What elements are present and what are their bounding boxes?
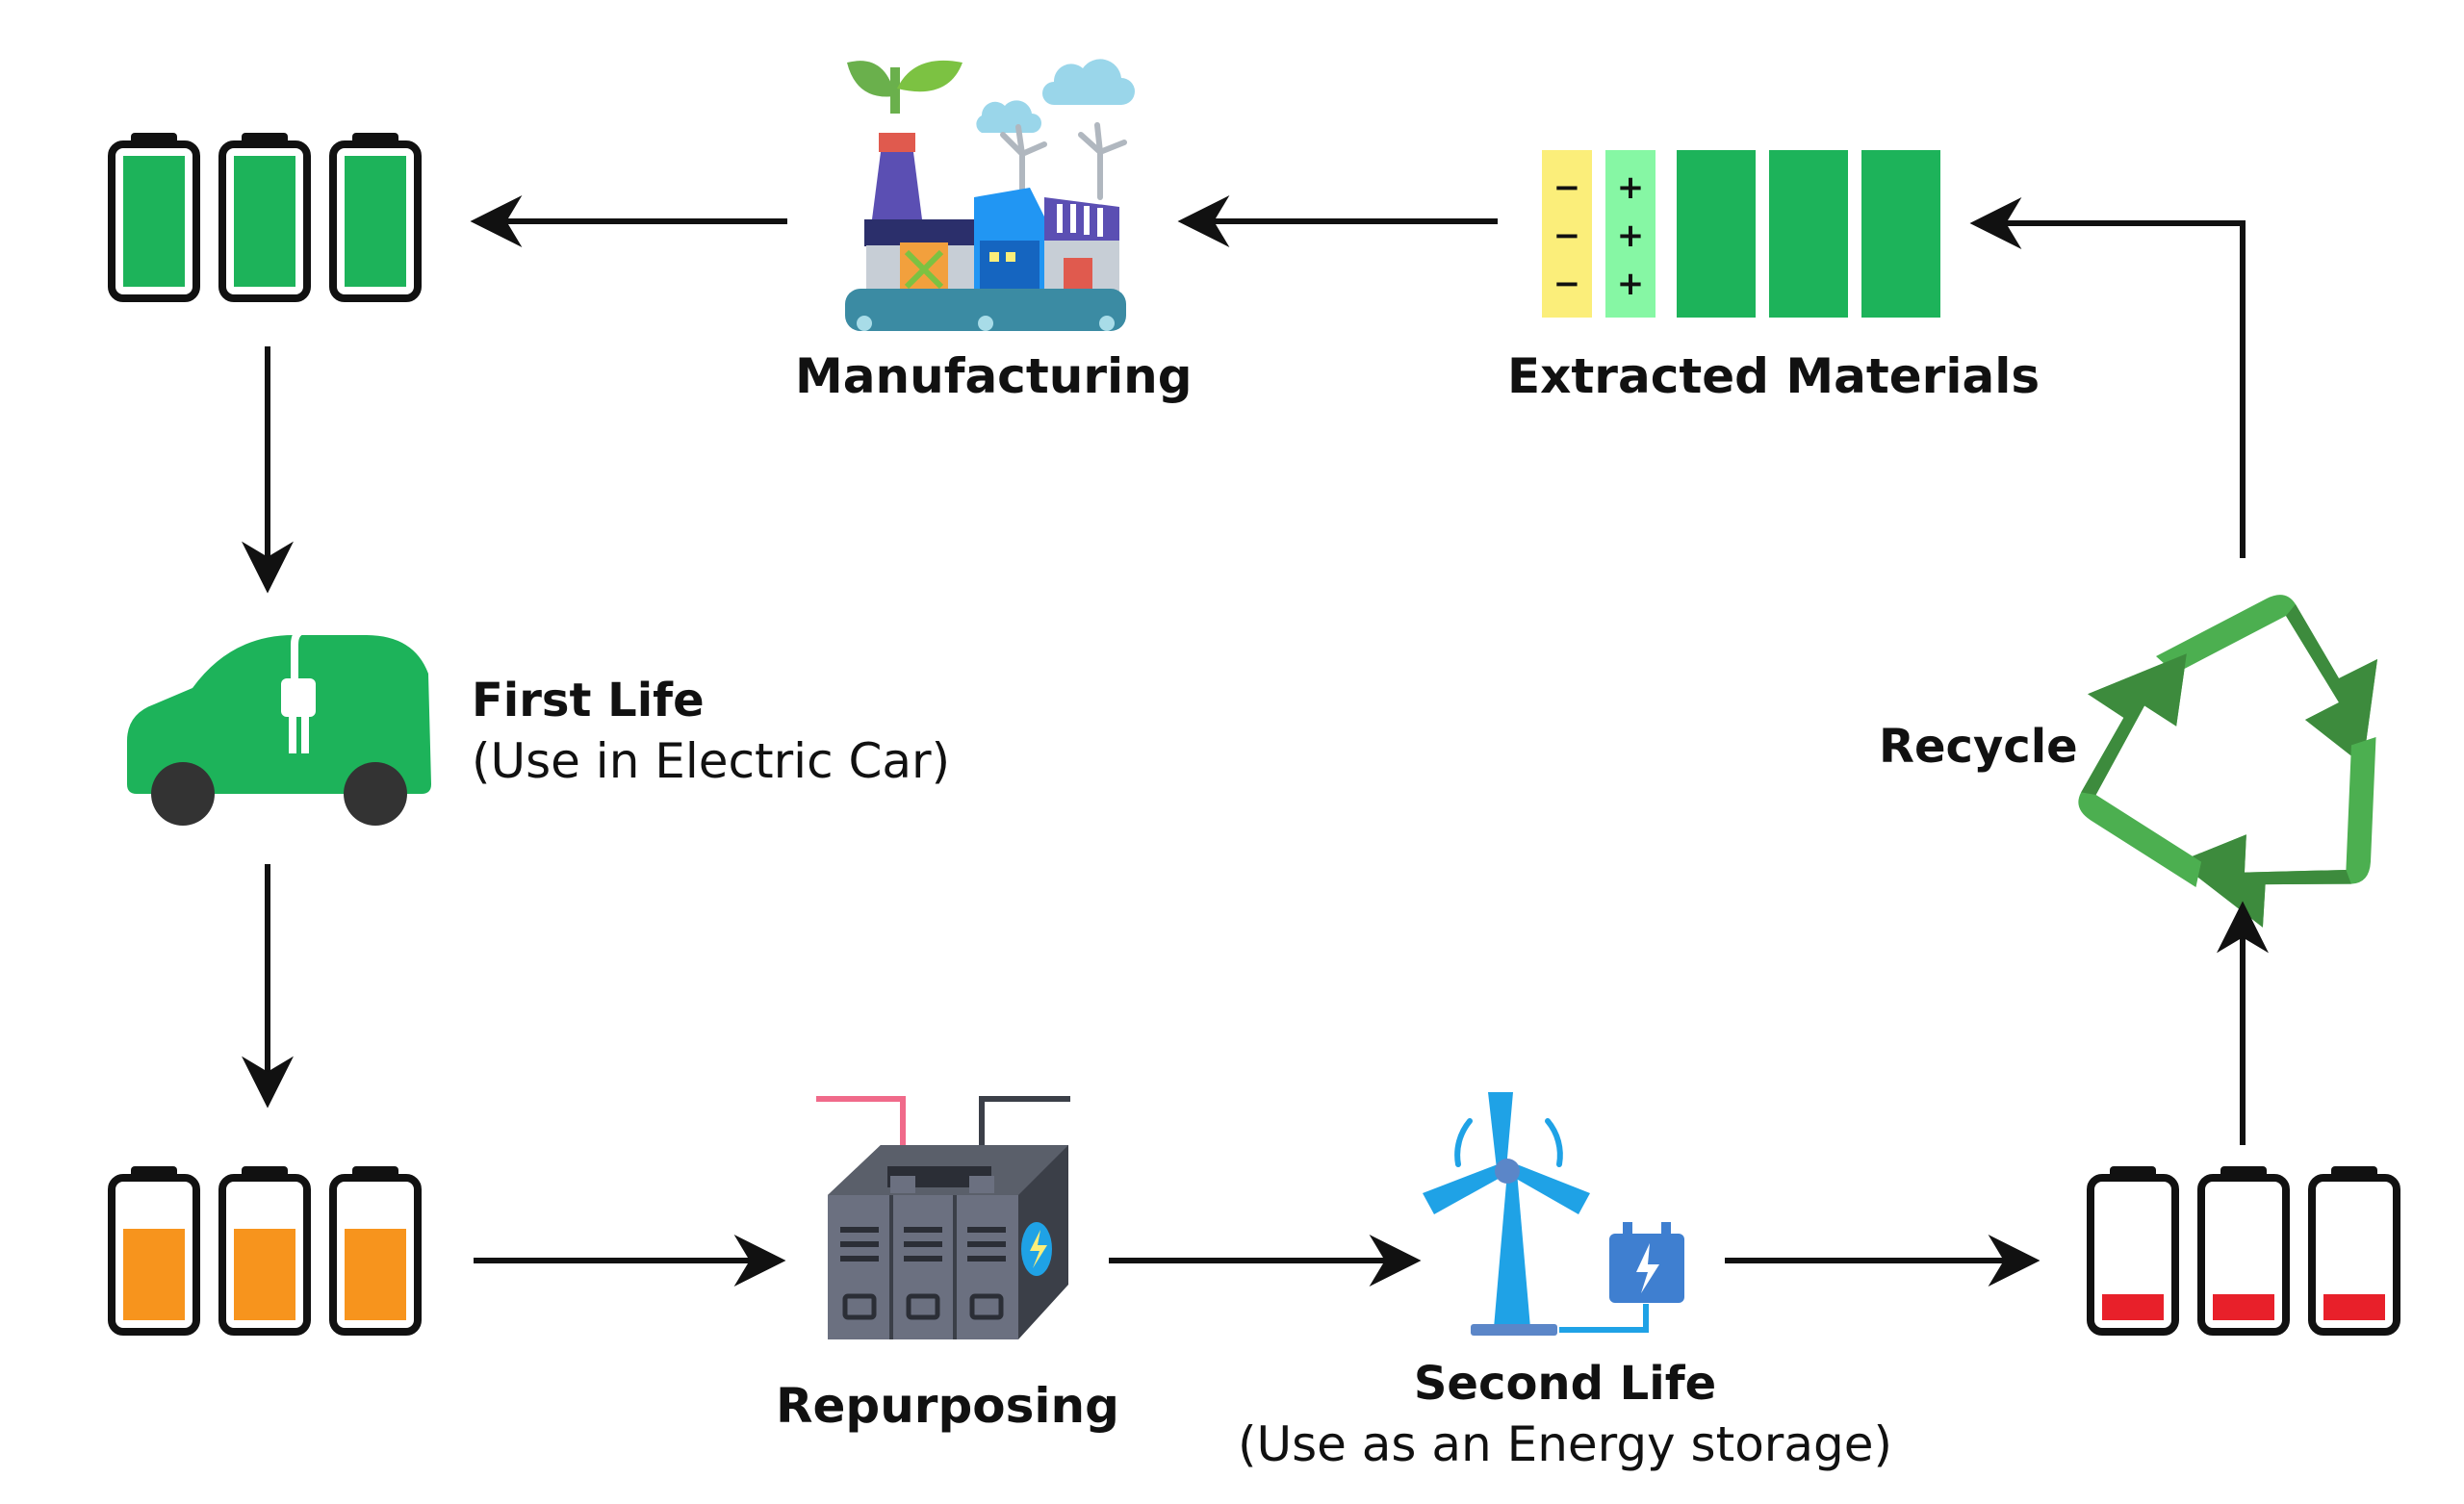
negative-sign: −: [1553, 217, 1581, 255]
factory-icon: [845, 59, 1135, 331]
extracted-materials-label: Extracted Materials: [1507, 348, 2040, 404]
first-life-title: First Life: [472, 674, 705, 727]
negative-sign: −: [1553, 168, 1581, 207]
battery-half-icon: [218, 1166, 311, 1336]
first-life-subtitle: (Use in Electric Car): [472, 733, 951, 789]
half-batteries-group: [108, 1166, 422, 1336]
full-batteries-group: [108, 133, 422, 302]
battery-full-icon: [108, 133, 200, 302]
second-life-subtitle: (Use as an Energy storage): [1237, 1416, 1892, 1472]
battery-half-icon: [329, 1166, 422, 1336]
flow-arrows: [242, 195, 2269, 1287]
battery-full-icon: [218, 133, 311, 302]
repurposing-label: Repurposing: [776, 1378, 1119, 1434]
wind-turbine-icon: [1423, 1092, 1684, 1336]
recycle-icon: [2078, 595, 2377, 928]
extracted-materials-icon: − − − + + +: [1542, 150, 1940, 318]
battery-low-icon: [2087, 1166, 2179, 1336]
positive-sign: +: [1617, 217, 1645, 255]
battery-full-icon: [329, 133, 422, 302]
second-life-title: Second Life: [1413, 1357, 1717, 1411]
negative-sign: −: [1553, 265, 1581, 303]
recycle-label: Recycle: [1879, 720, 2078, 774]
manufacturing-label: Manufacturing: [795, 348, 1193, 404]
battery-low-icon: [2197, 1166, 2290, 1336]
positive-sign: +: [1617, 265, 1645, 303]
low-batteries-group: [2087, 1166, 2400, 1336]
anode-strip: [1605, 150, 1656, 318]
battery-pack-icon: [816, 1096, 1070, 1339]
battery-half-icon: [108, 1166, 200, 1336]
battery-low-icon: [2308, 1166, 2400, 1336]
cathode-strip: [1542, 150, 1592, 318]
electric-car-icon: [127, 626, 431, 826]
positive-sign: +: [1617, 168, 1645, 207]
arrow-recycle-to-extracted: [1969, 197, 2246, 558]
